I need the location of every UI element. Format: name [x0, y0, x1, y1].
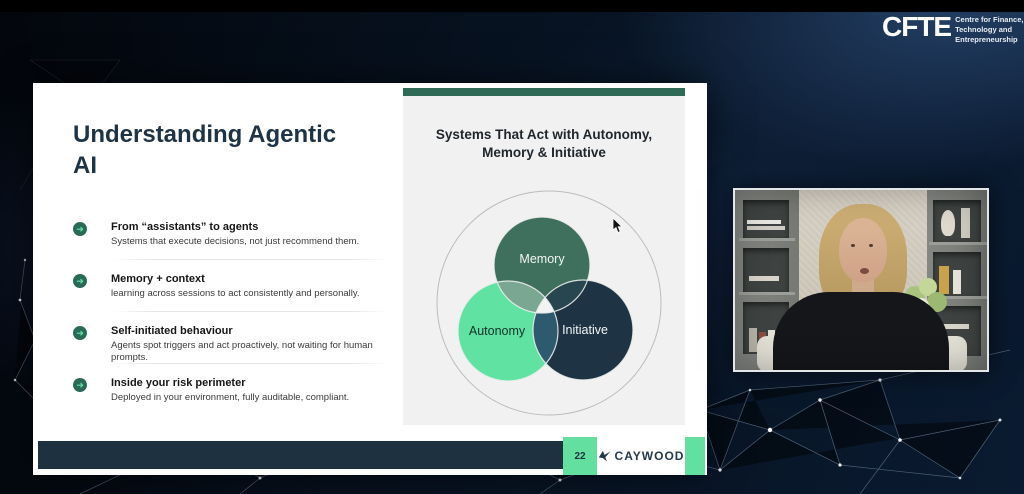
- bullet-body: Systems that execute decisions, not just…: [111, 235, 360, 247]
- panel-body: Systems That Act with Autonomy, Memory &…: [403, 96, 685, 425]
- arrow-icon: ➜: [73, 326, 87, 340]
- footer-bar: [38, 441, 563, 469]
- page-number-badge: 22: [563, 437, 597, 475]
- venn-diagram: [436, 190, 662, 416]
- speaker-body: [773, 292, 949, 370]
- bullet-item: ➜ Inside your risk perimeter Deployed in…: [73, 377, 403, 404]
- panel-accent-bar: [403, 88, 685, 96]
- caywood-logo: CAYWOOD: [597, 437, 685, 475]
- letterbox-strip: [0, 0, 1024, 12]
- presentation-slide: Understanding Agentic AI ➜ From “assista…: [33, 83, 707, 475]
- divider: [111, 363, 389, 364]
- divider: [111, 311, 389, 312]
- venn-overlap-memory-initiative: [533, 280, 590, 313]
- webcam-vignette: [735, 190, 987, 370]
- bookshelf-left: [735, 190, 799, 370]
- cfte-logo: CFTE Centre for Finance, Technology and …: [882, 13, 1023, 45]
- arrow-icon: ➜: [73, 222, 87, 236]
- venn-label-memory: Memory: [519, 252, 565, 266]
- bullet-heading: From “assistants” to agents: [111, 221, 259, 233]
- venn-label-autonomy: Autonomy: [468, 324, 526, 338]
- venn-label-initiative: Initiative: [562, 323, 608, 337]
- slide-title: Understanding Agentic AI: [73, 121, 337, 180]
- arrow-icon: ➜: [73, 378, 87, 392]
- speaker-mouth: [860, 268, 869, 274]
- bullet-body: Agents spot triggers and act proactively…: [111, 339, 373, 364]
- cfte-tagline: Centre for Finance, Technology and Entre…: [955, 15, 1024, 45]
- arrow-icon: ➜: [73, 274, 87, 288]
- bullet-heading: Memory + context: [111, 273, 205, 285]
- venn-panel: Systems That Act with Autonomy, Memory &…: [403, 88, 685, 425]
- bullet-heading: Inside your risk perimeter: [111, 377, 246, 389]
- mouse-cursor: [612, 218, 623, 234]
- bullet-body: Deployed in your environment, fully audi…: [111, 391, 350, 403]
- bullet-item: ➜ Self-initiated behaviour Agents spot t…: [73, 325, 403, 364]
- bullet-item: ➜ From “assistants” to agents Systems th…: [73, 221, 403, 248]
- venn-heading: Systems That Act with Autonomy, Memory &…: [435, 127, 653, 161]
- footer-accent-cap: [685, 437, 705, 475]
- webcam-tile[interactable]: [733, 188, 989, 372]
- bullet-body: learning across sessions to act consiste…: [111, 287, 360, 299]
- venn-outer-circle: [436, 190, 662, 416]
- caywood-wordmark: CAYWOOD: [614, 449, 685, 463]
- caywood-bird-icon: [598, 450, 610, 461]
- bullet-heading: Self-initiated behaviour: [111, 325, 233, 337]
- bullet-item: ➜ Memory + context learning across sessi…: [73, 273, 403, 300]
- divider: [111, 259, 389, 260]
- cfte-logo-text: CFTE: [882, 11, 952, 42]
- venn-overlap-memory-autonomy: [494, 281, 558, 313]
